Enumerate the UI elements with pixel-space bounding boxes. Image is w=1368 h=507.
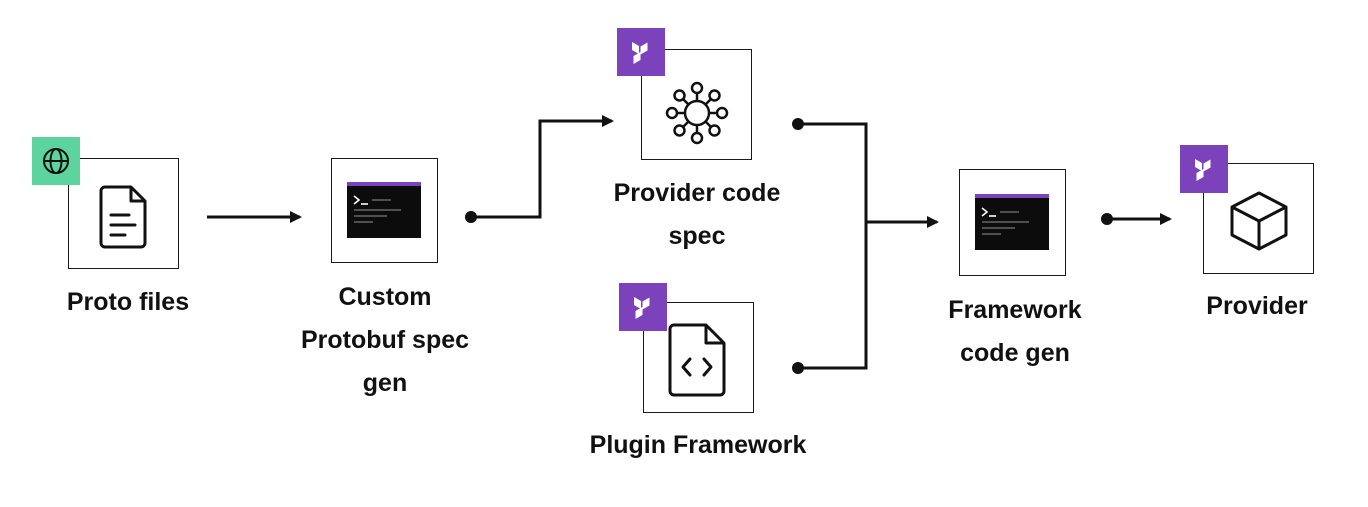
arrow-provider-code-spec-to-framework	[792, 118, 868, 222]
custom-spec-gen-label: Custom Protobuf spec gen	[260, 276, 510, 405]
provider-code-spec-label-line-1: Provider code	[613, 179, 781, 207]
arrow-spec-gen-to-provider-code-spec	[465, 115, 614, 223]
framework-code-gen-node	[959, 169, 1066, 276]
plugin-framework-label: Plugin Framework	[589, 431, 807, 459]
arrow-plugin-framework-to-framework	[792, 216, 939, 374]
terraform-icon	[619, 283, 667, 331]
provider-code-spec-label: Provider code spec	[572, 172, 822, 258]
network-hub-icon	[665, 81, 729, 145]
custom-spec-gen-label-line-3: gen	[362, 369, 408, 397]
terraform-icon	[1180, 145, 1228, 193]
custom-spec-gen-label-line-2: Protobuf spec	[300, 326, 470, 354]
terminal-icon	[975, 194, 1049, 250]
provider-code-spec-label-line-2: spec	[668, 222, 726, 250]
arrow-framework-to-provider	[1101, 213, 1172, 225]
provider-node	[1203, 163, 1314, 274]
code-file-icon	[668, 323, 726, 397]
terminal-icon	[347, 182, 421, 238]
plugin-framework-node	[643, 302, 754, 413]
proto-files-node	[68, 158, 179, 269]
framework-code-gen-label-line-2: code gen	[960, 339, 1070, 367]
terraform-icon	[617, 28, 665, 76]
document-icon	[99, 185, 147, 249]
framework-code-gen-label-line-1: Framework	[948, 296, 1082, 324]
globe-icon	[32, 137, 80, 185]
proto-files-label: Proto files	[66, 288, 190, 316]
framework-code-gen-label: Framework code gen	[890, 289, 1140, 375]
cube-icon	[1230, 191, 1288, 251]
custom-spec-gen-label-line-1: Custom	[338, 283, 432, 311]
provider-label: Provider	[1206, 292, 1308, 320]
custom-spec-gen-node	[331, 158, 438, 263]
